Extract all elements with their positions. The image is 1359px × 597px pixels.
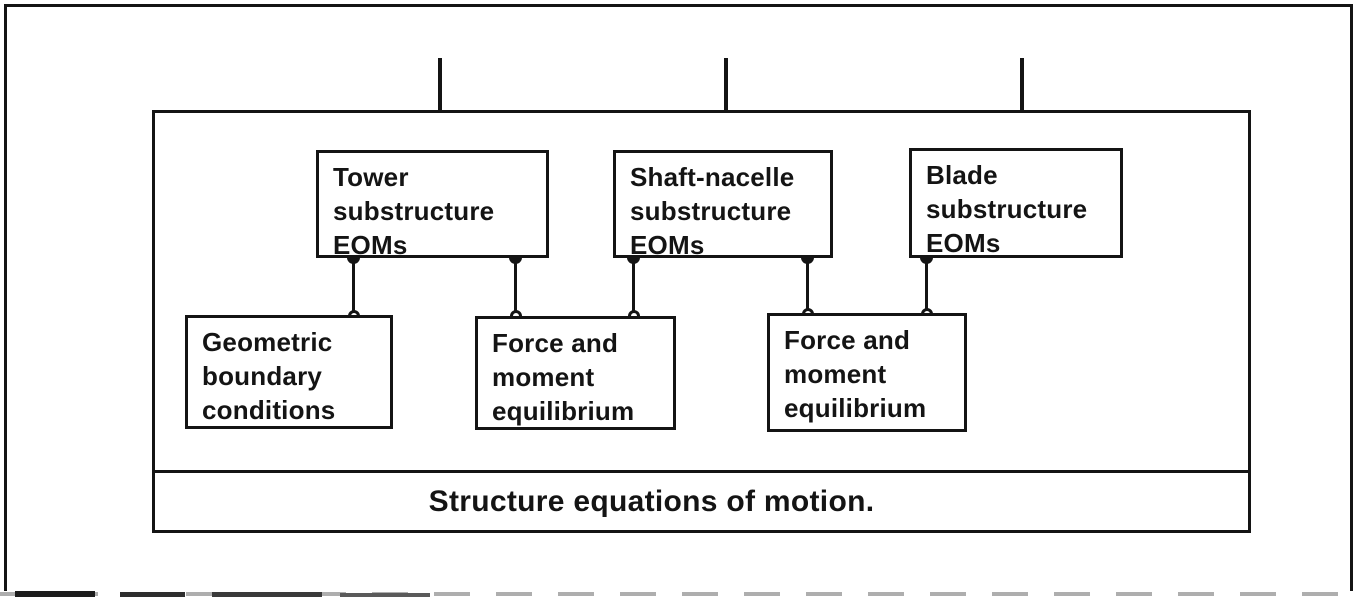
- node-geometric-boundary-conditions: Geometric boundary conditions: [185, 315, 393, 429]
- figure-outer-frame: [4, 4, 1353, 591]
- scan-artifact-blob: [212, 592, 322, 597]
- diagram-caption: Structure equations of motion.: [428, 485, 875, 518]
- down-arrow-shaft-tower: [438, 58, 442, 130]
- down-arrow-shaft-blade: [1020, 58, 1024, 130]
- connector-line-tower-force1: [514, 258, 517, 316]
- node-blade-substructure-eoms: Blade substructure EOMs: [909, 148, 1123, 258]
- connector-line-shaft-force2: [806, 258, 809, 313]
- node-shaft-nacelle-substructure-eoms: Shaft-nacelle substructure EOMs: [613, 150, 833, 260]
- connector-line-blade-force2: [925, 258, 928, 313]
- connector-line-shaft-force1: [632, 258, 635, 316]
- node-force-moment-equilibrium-1: Force and moment equilibrium: [475, 316, 676, 430]
- scan-artifact-blob: [15, 591, 95, 597]
- down-arrow-shaft-shaft-nacelle: [724, 58, 728, 130]
- diagram-caption-band: Structure equations of motion.: [155, 470, 1248, 533]
- scan-artifact-blob: [340, 593, 430, 597]
- node-tower-substructure-eoms: Tower substructure EOMs: [316, 150, 549, 260]
- connector-line-tower-geometric: [352, 258, 355, 316]
- scan-artifact-edge: [0, 592, 1359, 596]
- node-force-moment-equilibrium-2: Force and moment equilibrium: [767, 313, 967, 432]
- scan-artifact-blob: [120, 592, 185, 597]
